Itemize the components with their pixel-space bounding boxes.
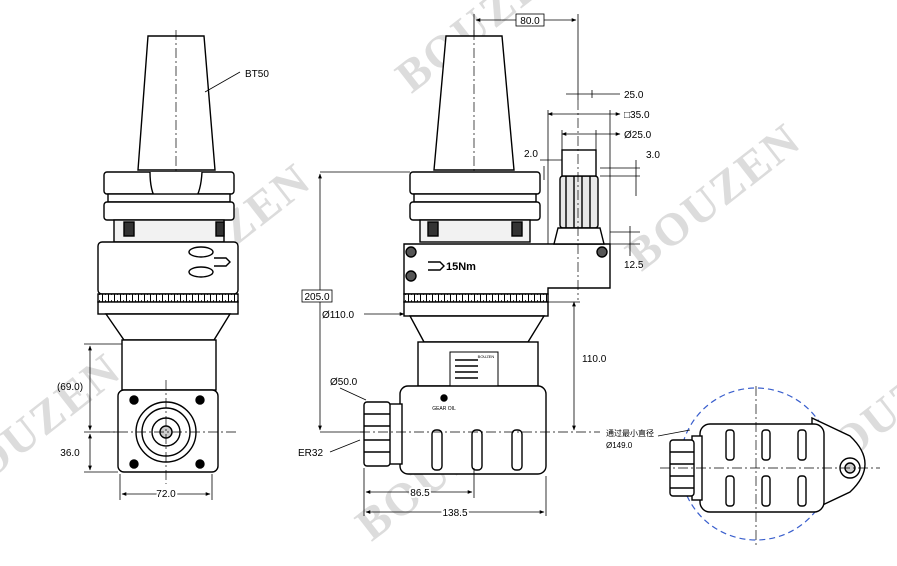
dim-dia110: Ø110.0 <box>322 310 354 321</box>
dim-69: (69.0) <box>57 382 83 393</box>
dim-80: 80.0 <box>520 16 540 27</box>
nameplate-title: BOUZEN <box>478 354 495 359</box>
er32-label: ER32 <box>298 448 323 459</box>
dim-110: 110.0 <box>582 354 607 365</box>
dia149-leader <box>657 429 691 437</box>
dim-86-5: 86.5 <box>410 488 430 499</box>
front-view <box>97 30 239 484</box>
torque-label: 15Nm <box>446 261 476 273</box>
dim-2: 2.0 <box>524 149 538 160</box>
dim-dia25: Ø25.0 <box>624 130 652 141</box>
dim-72: 72.0 <box>156 489 176 500</box>
dim-sq35: □35.0 <box>624 110 650 121</box>
dim-205-box <box>301 289 333 303</box>
bt50-label: BT50 <box>245 69 269 80</box>
dim-3: 3.0 <box>646 150 660 161</box>
dim-dia50: Ø50.0 <box>330 377 358 388</box>
dim-25: 25.0 <box>624 90 644 101</box>
side-view <box>360 30 611 475</box>
front-view-dimensions <box>84 71 241 500</box>
dim-12-5: 12.5 <box>624 260 644 271</box>
clearance-note: 通过最小直径 <box>606 428 654 438</box>
bottom-view <box>660 386 880 546</box>
gear-oil-label: GEAR OIL <box>432 406 456 412</box>
dim-80-box <box>515 13 545 27</box>
dim-138-5: 138.5 <box>442 508 467 519</box>
dim-205: 205.0 <box>304 292 329 303</box>
dim-36: 36.0 <box>60 448 80 459</box>
dim-dia149: Ø149.0 <box>606 441 633 450</box>
